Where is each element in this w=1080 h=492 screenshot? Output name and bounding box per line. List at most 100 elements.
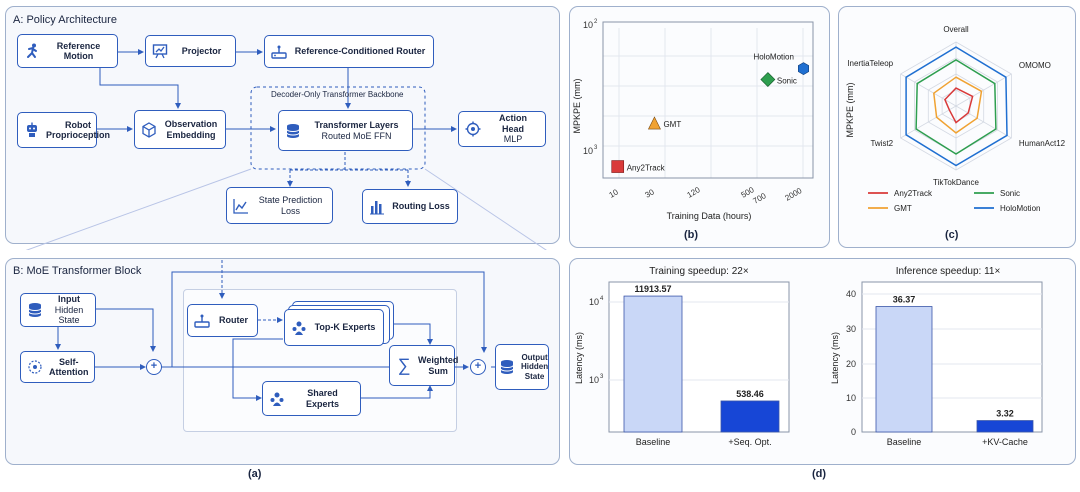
caption-c: (c) [945, 229, 959, 241]
caption-a: (a) [248, 468, 262, 480]
radar-spoke-omomo [955, 73, 1012, 107]
radar-spoke-twist2 [900, 105, 957, 139]
routing-loss-label: Routing Loss [392, 201, 450, 212]
bar-right-category-baseline: Baseline [887, 437, 922, 447]
reference-motion-line1: Reference [56, 40, 101, 51]
reference-motion-line2: Motion [63, 51, 94, 61]
moe-router-box: Router [187, 304, 258, 337]
left-chart-title: Training speedup: 22× [649, 266, 749, 277]
point-label-holomotion: HoloMotion [753, 53, 793, 62]
shared-experts-box: Shared Experts [262, 381, 361, 416]
presentation-icon [152, 43, 168, 59]
output-hidden-line3: State [524, 371, 545, 381]
line-chart-icon [233, 198, 249, 214]
input-hidden-line1: Input [58, 294, 80, 305]
self-attention-box: Self-Attention [20, 351, 95, 383]
routed-moe-label: Routed MoE FFN [321, 130, 392, 141]
radar-series-sonic [915, 59, 997, 155]
panel-a-title: A: Policy Architecture [13, 14, 117, 26]
radar-axis-label-overall: Overall [943, 25, 969, 34]
point-holomotion [798, 62, 809, 75]
y-tick-top-base: 10 [583, 20, 593, 30]
experts-icon [269, 391, 285, 407]
left-tick-1-base: 10 [589, 297, 599, 307]
scatter-ylabel: MPKPE (mm) [572, 78, 582, 133]
projector-box: Projector [145, 35, 236, 67]
panel-scatter [569, 6, 830, 248]
right-chart-title: Inference speedup: 11× [896, 266, 1001, 277]
radar-ylabel: MPKPE (mm) [845, 82, 855, 137]
left-tick-2-exp: 3 [600, 374, 604, 380]
x-tick-0: 10 [608, 187, 621, 200]
legend-label-sonic: Sonic [1000, 189, 1020, 198]
right-ylabel: Latency (ms) [830, 332, 840, 384]
router-icon [194, 313, 210, 329]
right-y-ticks: 40 30 20 10 0 [846, 289, 856, 437]
point-label-sonic: Sonic [777, 77, 797, 86]
caption-b: (b) [684, 229, 699, 241]
left-tick-2-base: 10 [589, 375, 599, 385]
radar-series-gmt [933, 76, 983, 134]
transformer-layers-label: Transformer Layers [314, 120, 399, 131]
reference-router-label: Reference-Conditioned Router [294, 46, 426, 57]
shared-experts-label: Shared Experts [305, 388, 340, 409]
bar-right-value-kv-cache: 3.32 [996, 409, 1014, 419]
bar-chart-icon [369, 199, 385, 215]
weighted-sum-line2: Sum [428, 365, 448, 376]
y-tick-top-exp: 2 [594, 19, 598, 25]
mlp-label: MLP [503, 134, 523, 145]
scatter-chart: 10 2 10 3 10 30 120 500 700 2000 Trainin… [572, 19, 814, 221]
right-tick-30: 30 [846, 324, 856, 334]
panel-b-title: B: MoE Transformer Block [13, 265, 142, 277]
legend-label-any2track: Any2Track [894, 189, 933, 198]
caption-d: (d) [812, 468, 827, 480]
point-gmt [647, 116, 661, 130]
bar-right-value-baseline: 36.37 [893, 295, 916, 305]
state-pred-line2: Loss [280, 205, 300, 216]
radar-series-holomotion [905, 46, 1008, 167]
radar-series [905, 46, 1008, 167]
output-hidden-line2: Hidden [521, 362, 549, 372]
topk-experts-box: Top-K Experts [284, 309, 384, 346]
point-any2track [611, 160, 625, 173]
backbone-label: Decoder-Only Transformer Backbone [271, 90, 404, 99]
bar-left-value-seq-opt: 538.46 [736, 389, 764, 399]
routing-loss-box: Routing Loss [362, 189, 458, 224]
panel-a-arrows [25, 49, 547, 250]
x-tick-1: 30 [644, 187, 657, 200]
radar-axis-label-tiktokdance: TikTokDance [933, 178, 979, 187]
radar-axis-label-inertiateleop: InertiaTeleop [847, 59, 893, 68]
x-tick-5: 2000 [784, 186, 804, 203]
bar-left-category-seq-opt: +Seq. Opt. [728, 437, 771, 447]
right-tick-10: 10 [846, 393, 856, 403]
right-tick-20: 20 [846, 359, 856, 369]
topk-experts-label: Top-K Experts [314, 322, 376, 333]
robot-proprio-line1: Robot [65, 119, 91, 130]
radar-axis-label-humanact12: HumanAct12 [1019, 139, 1066, 148]
radar-spoke-inertiateleop [900, 73, 957, 107]
scatter-frame [602, 21, 814, 179]
bar-right-baseline [875, 306, 933, 433]
radar-grid [900, 41, 1012, 171]
action-head-label: Action Head [499, 113, 527, 134]
x-tick-2: 120 [686, 185, 703, 200]
database-icon [499, 359, 515, 375]
point-sonic [760, 72, 776, 87]
left-ylabel: Latency (ms) [574, 332, 584, 384]
moe-router-label: Router [219, 315, 248, 326]
robot-proprio-line2: Proprioception [46, 130, 111, 140]
y-tick-bottom-exp: 3 [594, 145, 598, 151]
legend-label-gmt: GMT [894, 204, 912, 213]
cube-icon [141, 121, 157, 138]
